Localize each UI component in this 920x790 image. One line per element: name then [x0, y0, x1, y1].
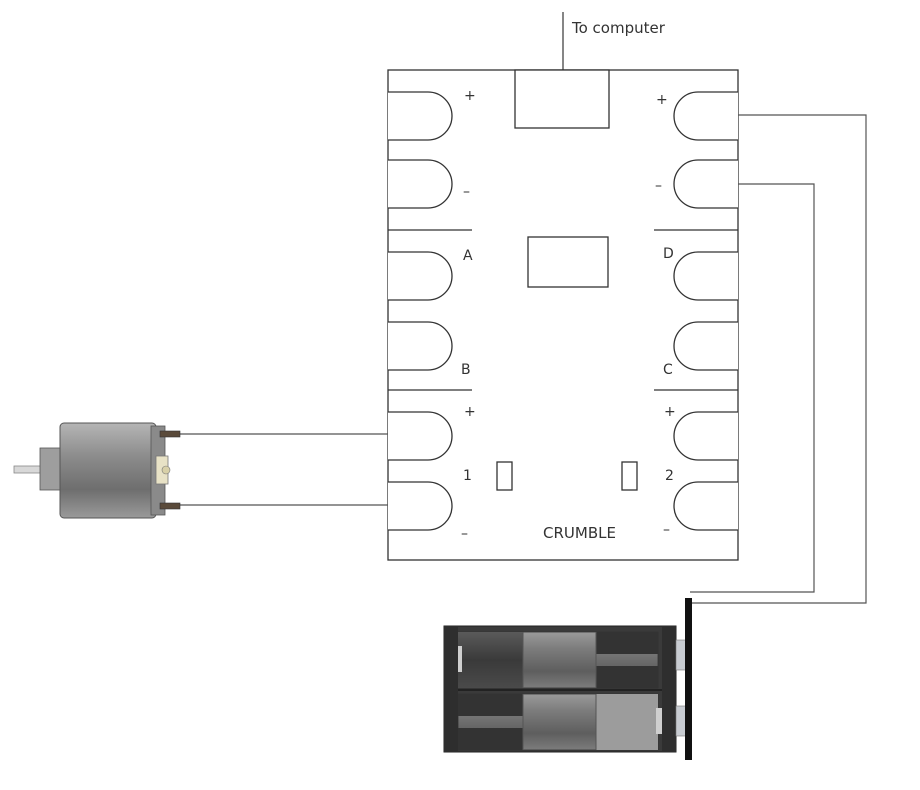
- pad-right-d[interactable]: [673, 251, 738, 301]
- battery-wires: [690, 114, 867, 604]
- led-left: [496, 461, 513, 491]
- label-right-d: D: [663, 246, 674, 262]
- cable-label: To computer: [571, 19, 666, 37]
- label-motor1: 1: [463, 468, 472, 484]
- usb-connector: [514, 69, 610, 129]
- pad-right-c[interactable]: [673, 321, 738, 371]
- pad-left-a[interactable]: [388, 251, 453, 301]
- pad-left-b[interactable]: [388, 321, 453, 371]
- pad-left-minus[interactable]: [388, 159, 453, 209]
- label-left-motor-minus: –: [461, 526, 468, 542]
- dc-motor: [13, 422, 181, 519]
- label-right-motor-minus: –: [663, 522, 670, 538]
- pad-left-plus[interactable]: [388, 91, 453, 141]
- pad-left-motor1-minus[interactable]: [388, 481, 453, 531]
- pad-right-motor2-plus[interactable]: [673, 411, 738, 461]
- led-right: [621, 461, 638, 491]
- pad-right-minus[interactable]: [673, 159, 738, 209]
- label-left-b: B: [461, 362, 471, 378]
- pad-left-motor1-plus[interactable]: [388, 411, 453, 461]
- label-right-motor-plus: +: [664, 404, 676, 420]
- label-left-motor-plus: +: [464, 404, 476, 420]
- label-motor2: 2: [665, 468, 674, 484]
- label-right-c: C: [663, 362, 673, 378]
- motor-wires: [178, 433, 388, 506]
- crumble-board: + – A B + 1 – + – D C + 2 – CRUMBLE: [387, 69, 739, 561]
- pad-right-motor2-minus[interactable]: [673, 481, 738, 531]
- pad-right-plus[interactable]: [673, 91, 738, 141]
- board-name: CRUMBLE: [543, 524, 616, 542]
- battery-terminal-bar: [685, 598, 692, 760]
- label-left-a: A: [463, 248, 473, 264]
- label-right-minus: –: [655, 178, 662, 194]
- label-right-plus: +: [656, 92, 668, 108]
- label-left-minus: –: [463, 184, 470, 200]
- battery-pack: [443, 598, 692, 760]
- label-left-plus: +: [464, 88, 476, 104]
- computer-cable: To computer: [562, 12, 666, 70]
- microcontroller-chip: [527, 236, 609, 288]
